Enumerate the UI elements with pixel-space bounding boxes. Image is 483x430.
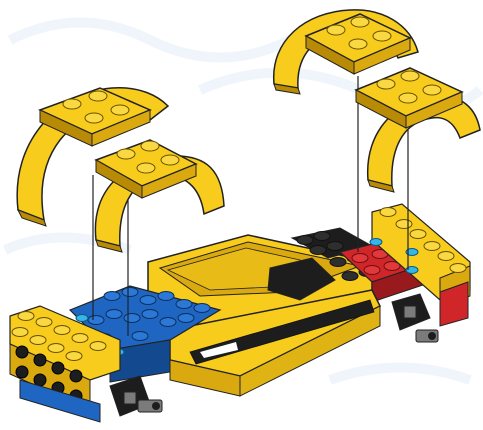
light-blue-stud [370,239,382,246]
light-blue-stud [76,315,88,322]
left-wheel-hub [110,376,162,416]
right-wheel-hub [392,294,438,342]
